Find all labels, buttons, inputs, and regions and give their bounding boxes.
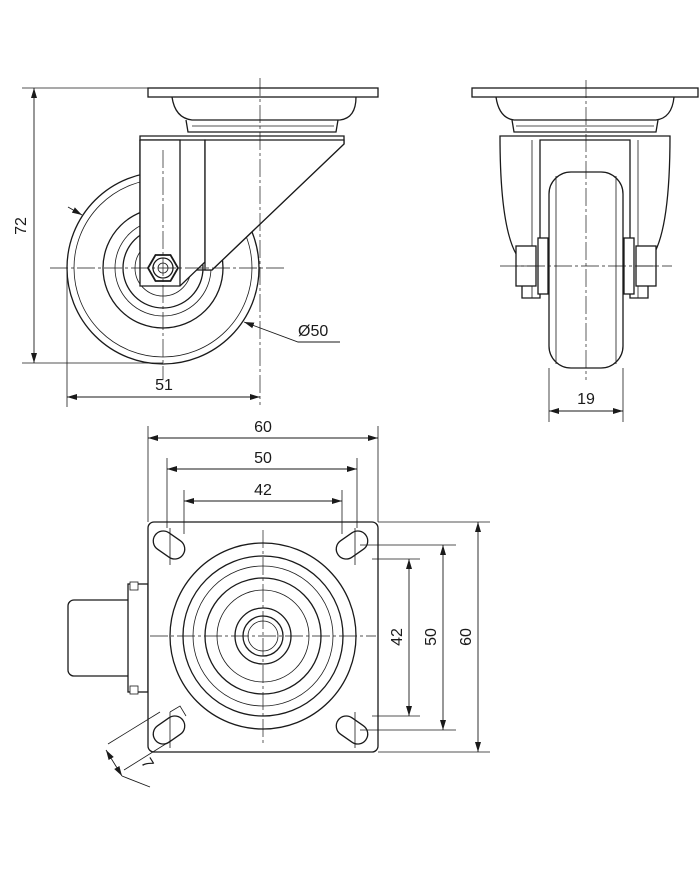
hole-inner-height-label: 42	[389, 628, 406, 646]
plate-height-label: 60	[458, 628, 475, 646]
hole-width-label: 50	[254, 450, 272, 467]
wheel-top	[67, 599, 137, 677]
offset-dimension-label: 51	[155, 377, 173, 394]
slot-width-label: 7	[137, 755, 156, 772]
hole-inner-label: 42	[254, 482, 272, 499]
wheel-width-label: 19	[577, 391, 595, 408]
mounting-plate	[147, 87, 379, 98]
front-mounting-plate	[471, 87, 699, 98]
diameter-leader	[243, 321, 340, 343]
hole-height-label: 50	[423, 628, 440, 646]
height-dimension-label: 72	[13, 217, 30, 235]
diameter-label: Ø50	[298, 323, 328, 340]
mounting-slots	[152, 530, 369, 745]
front-fork	[499, 135, 671, 299]
front-view: 19	[471, 80, 699, 422]
swivel-head	[171, 96, 357, 121]
plate-width-label: 60	[254, 419, 272, 436]
side-view: 72 51 Ø50	[13, 78, 379, 407]
top-view: 60 50 42 60 50 42 7	[67, 419, 490, 788]
